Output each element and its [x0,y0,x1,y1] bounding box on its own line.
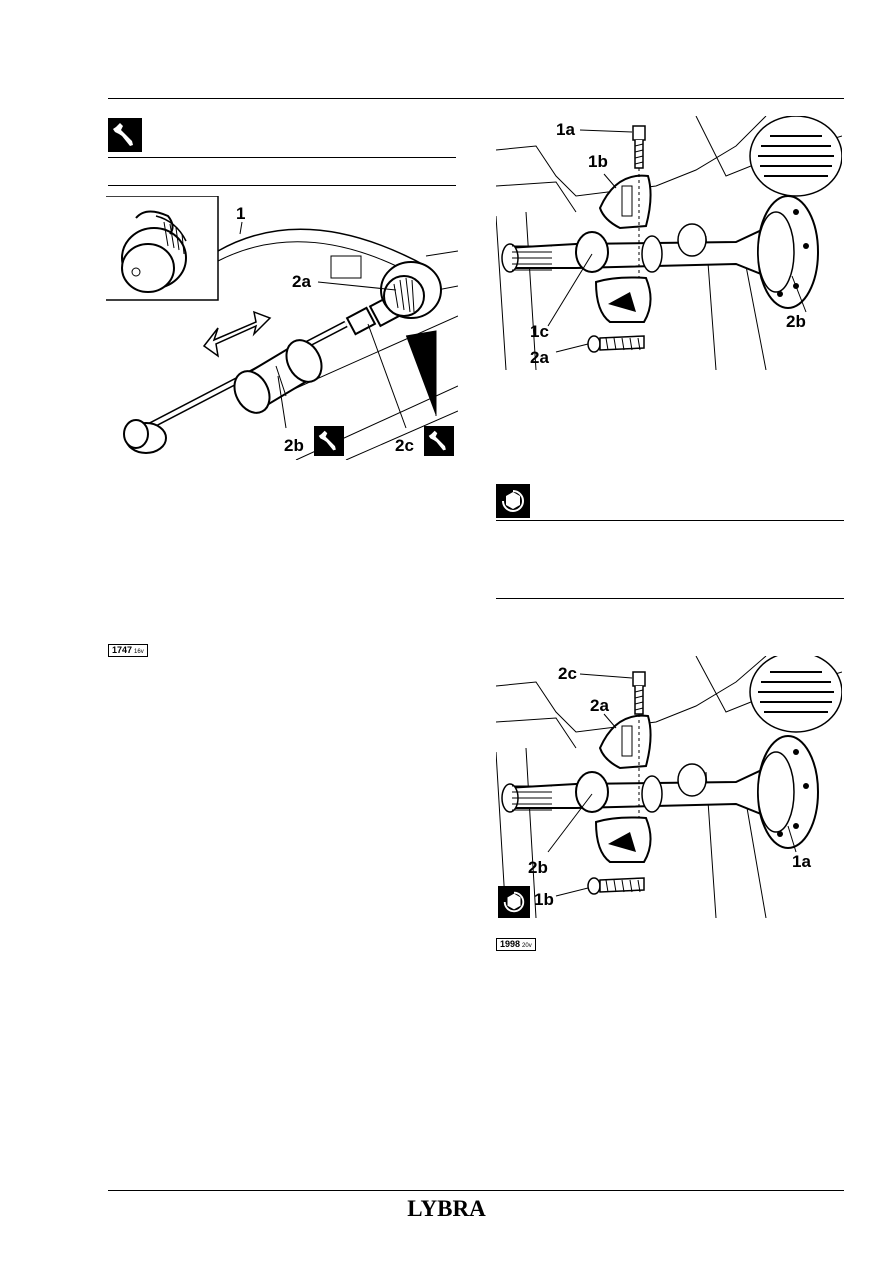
left-section-rule-top [108,157,456,158]
label-1c: 1c [530,322,549,341]
right-section-rule-top [496,520,844,521]
wrench-icon [108,118,142,152]
label-2b: 2b [284,436,304,455]
engine-valves: 16v [134,649,144,655]
engine-valves: 20v [522,943,532,949]
footer-rule [108,1190,844,1191]
label-2b: 2b [786,312,806,331]
left-section-rule-bottom [108,185,456,186]
label-2b: 2b [528,858,548,877]
engine-code: 1998 [500,939,521,949]
label-2c: 2c [395,436,414,455]
camshaft-refit-diagram: 2c 2a 2b 1a 1b [495,651,843,919]
wrench-icon [314,426,344,456]
engine-code: 1747 [112,645,133,655]
header-rule [108,98,844,99]
label-1b: 1b [588,152,608,171]
puller-tool-diagram: 1 2a 2b 2c [106,195,459,461]
label-1a: 1a [556,120,575,139]
label-2c: 2c [558,664,577,683]
right-section-rule-bottom [496,598,844,599]
label-1a: 1a [792,852,811,871]
label-1: 1 [236,204,246,223]
camshaft-removal-diagram: 1a 1b 1c 2a 2b [495,115,843,371]
torque-icon [498,886,530,918]
wrench-icon [424,426,454,456]
label-2a: 2a [530,348,549,367]
label-1b: 1b [534,890,554,909]
label-2a: 2a [292,272,311,291]
torque-icon [496,484,530,518]
label-2a: 2a [590,696,609,715]
brand-logo: LYBRA [407,1196,486,1221]
